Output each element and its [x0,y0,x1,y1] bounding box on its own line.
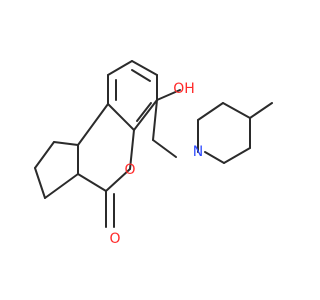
benzene-ring [107,60,158,131]
atom-label-ring-oxygen: O [124,162,135,178]
bond-o-c8 [105,168,131,192]
cyclopentane-ring [34,141,79,199]
bond-c12-c13 [34,167,46,199]
bond-c10-c11 [53,141,79,146]
bond-c13-c9 [44,173,79,199]
carbonyl-group [105,190,115,228]
pyranone-ring [77,103,135,192]
bond-c8-c9 [77,173,107,192]
double-bond-c1-c2-inner [136,102,152,122]
bond-c1-o [129,129,135,170]
atom-label-hydroxyl: OH [173,81,195,97]
bond-cp1-cp2 [197,102,224,121]
atom-label-carbonyl-oxygen: O [109,231,120,247]
bond-c10-c6 [77,103,109,146]
bond-cp4-cp5 [223,147,251,164]
hydroxyl-group: OH [156,81,195,101]
double-bond-c3-c4-inner [131,69,151,82]
bond-c3-c4 [131,60,158,76]
bond-cp5-n [204,151,225,164]
structure-canvas: OH O O N [34,60,273,247]
bond-c4-c5 [107,60,133,76]
atom-label-nitrogen: N [193,144,203,160]
methylpiperidine-sidechain [152,99,273,164]
bond-c2-oh [156,89,181,101]
bond-ch2-n [152,139,177,158]
bond-cp3-methyl [249,102,273,119]
molecule-diagram: OH O O N [34,60,273,247]
bond-c6-c1 [107,103,135,131]
bond-c11-c12 [34,141,55,169]
bond-c2-ch2 [152,99,158,141]
bond-c1-c2 [133,99,158,131]
bond-cp2-cp3 [222,102,251,119]
